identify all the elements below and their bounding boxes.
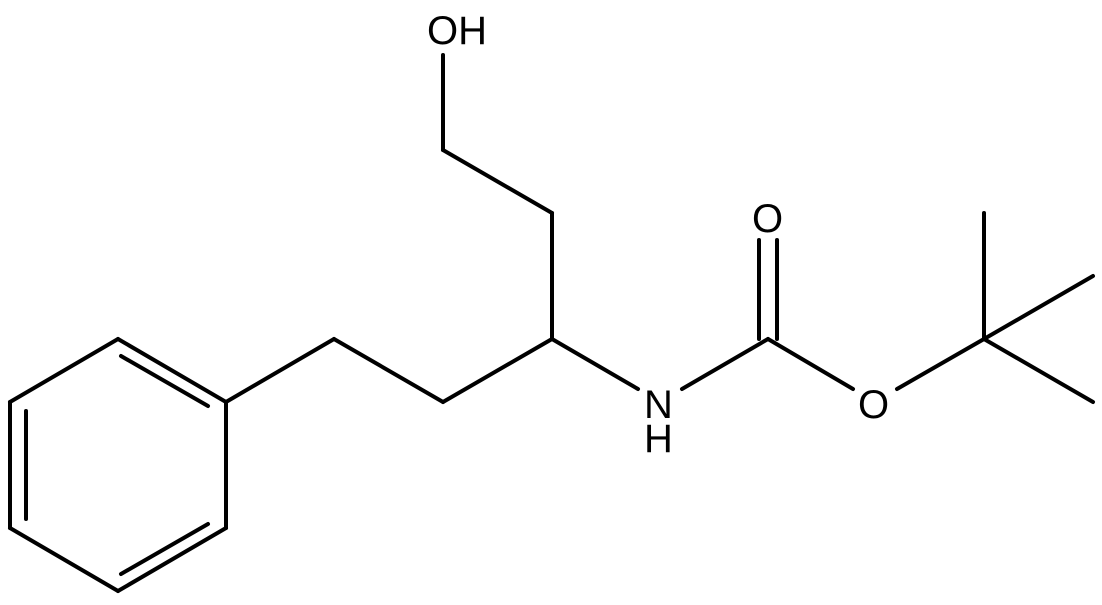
bond-c1-c2: [441, 148, 554, 215]
bond-tbu-methyl-lower: [982, 337, 1095, 404]
bond-c3-c4: [441, 337, 554, 404]
bond-carbonyl-oester: [766, 337, 855, 391]
bond-c3-n: [550, 337, 640, 391]
ring-bond-2: [8, 337, 120, 404]
amine-n-label: N: [644, 383, 673, 427]
ester-oxygen-label: O: [858, 383, 889, 427]
hydroxyl-label: OH: [427, 9, 487, 53]
bond-tbu-methyl-upper: [982, 274, 1095, 341]
amine-h-label: H: [644, 417, 673, 461]
bond-n-carbonyl: [680, 337, 770, 391]
ring-inner-bond-c: [119, 522, 210, 576]
bond-oester-ctert: [895, 337, 986, 391]
ring-bond-5: [116, 526, 228, 593]
ring-bond-4: [8, 526, 120, 593]
bond-c4-c5: [332, 337, 445, 404]
bond-c5-ring: [224, 337, 336, 404]
carbonyl-oxygen-label: O: [752, 197, 783, 241]
bond-group: [8, 53, 1095, 593]
ring-inner-bond-a: [119, 354, 210, 408]
ring-bond-1: [116, 337, 228, 404]
